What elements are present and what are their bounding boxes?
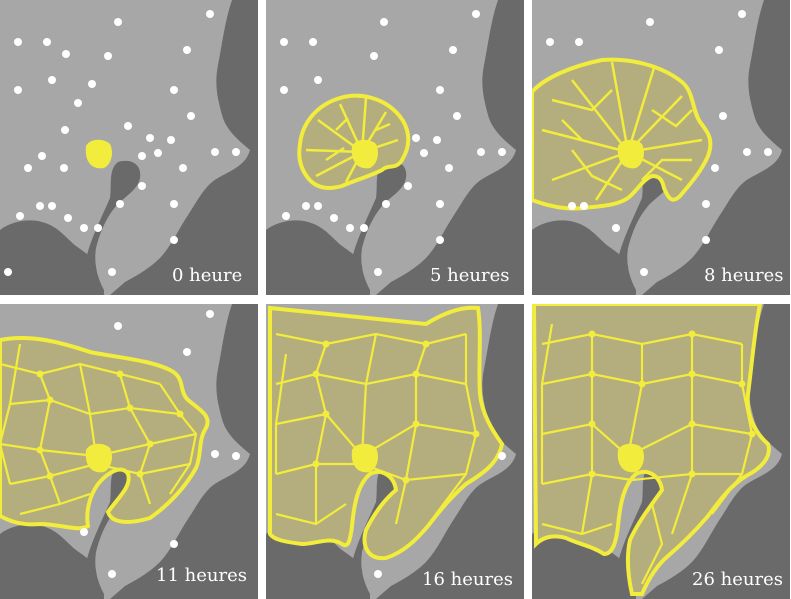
food-sources	[374, 452, 506, 578]
panel-label: 26 heures	[692, 569, 783, 590]
panel-11h: 11 heures	[0, 304, 258, 599]
slime-mold-center	[617, 139, 644, 169]
network-nodes	[312, 340, 480, 484]
panel-label: 8 heures	[704, 265, 784, 286]
food-sources	[546, 10, 772, 276]
panel-26h: 26 heures	[532, 304, 790, 599]
panel-5h: 5 heures	[266, 0, 524, 295]
panel-label: 5 heures	[430, 265, 510, 286]
network-front	[268, 305, 505, 561]
food-sources	[280, 10, 506, 276]
network-nodes	[588, 330, 756, 478]
panel-label: 0 heure	[172, 265, 242, 286]
panel-label: 11 heures	[156, 565, 247, 586]
panel-0h: 0 heure	[0, 0, 258, 295]
panel-16h: 16 heures	[266, 304, 524, 599]
slime-mold-center	[85, 139, 112, 169]
network-nodes	[36, 370, 184, 480]
slime-mold-center	[85, 443, 112, 473]
food-sources	[4, 10, 240, 276]
panel-8h: 8 heures	[532, 0, 790, 295]
food-sources	[80, 310, 240, 578]
panel-label: 16 heures	[422, 569, 513, 590]
slime-mold-center	[351, 139, 378, 169]
slime-mold-center	[351, 443, 378, 473]
slime-mold-center	[617, 443, 644, 473]
